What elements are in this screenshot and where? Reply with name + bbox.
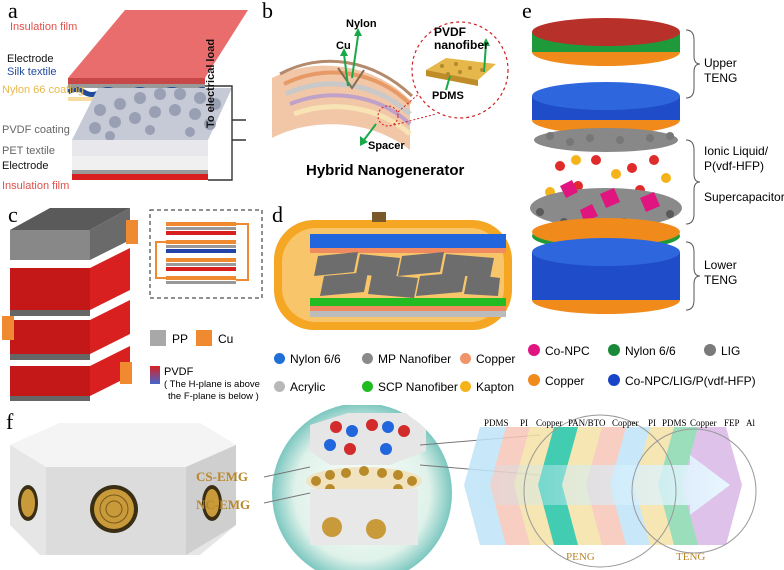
legend-label: Copper xyxy=(545,374,585,388)
panel-f-label: f xyxy=(6,409,14,434)
copper-swatch-icon xyxy=(460,353,471,364)
panel-d-label: d xyxy=(272,202,283,227)
legend-item: Co-NPC xyxy=(528,344,590,358)
legend-item: Copper xyxy=(528,374,584,388)
pvdf-coating-label: PVDF coating xyxy=(2,124,70,136)
legend-label: Nylon 6/6 xyxy=(290,352,341,366)
legend-label: Acrylic xyxy=(290,380,326,394)
legend-item: Acrylic xyxy=(274,380,325,394)
legend-item: LIG xyxy=(704,344,740,358)
cu-label: Cu xyxy=(336,40,351,52)
legend-item: MP Nanofiber xyxy=(362,352,451,366)
panel-e-illustration xyxy=(530,18,701,314)
panel-f: f CS-EMG NC-EMG PDMS PI Copper PAN/BTO C… xyxy=(0,405,784,570)
panel-d-legend: Nylon 6/6 MP Nanofiber Copper Acrylic SC… xyxy=(274,352,524,406)
cu-legend-label: Cu xyxy=(218,332,234,346)
pvdf-legend-label: PVDF xyxy=(164,366,194,378)
panel-a-illustration xyxy=(66,10,248,181)
legend-label: MP Nanofiber xyxy=(378,352,452,366)
insulation-film-bottom-label: Insulation film xyxy=(2,180,70,192)
lig-swatch-icon xyxy=(704,344,716,356)
nylon-swatch-icon xyxy=(608,344,620,356)
panel-c: c PP Cu PVDF ( The H-plane is above the … xyxy=(0,200,268,410)
legend-label: LIG xyxy=(721,344,741,358)
nylon-coating-label: Nylon 66 coating xyxy=(2,84,84,96)
electrode-top-label: Electrode xyxy=(7,53,54,65)
legend-label: Copper xyxy=(476,352,516,366)
legend-item: SCP Nanofiber xyxy=(362,380,458,394)
kapton-swatch-icon xyxy=(460,381,471,392)
panel-a: a Insulation film Electrode Silk textile… xyxy=(0,0,268,205)
load-label: To electrical load xyxy=(205,38,217,128)
legend-item: Nylon 6/6 xyxy=(608,344,676,358)
panel-c-label: c xyxy=(8,202,18,227)
layer-label-fep: FEP xyxy=(724,418,740,428)
legend-item: Copper xyxy=(460,352,515,366)
pet-textile-label: PET textile xyxy=(2,145,55,157)
mp-nanofiber-swatch-icon xyxy=(362,353,373,364)
acrylic-swatch-icon xyxy=(274,381,285,392)
ionic-liquid-label: Ionic Liquid/ P(vdf-HFP) xyxy=(704,144,769,173)
peng-label: PENG xyxy=(566,551,595,563)
nc-emg-label: NC-EMG xyxy=(196,497,251,512)
copper-swatch-icon xyxy=(528,374,540,386)
nylon-swatch-icon xyxy=(274,353,285,364)
supercapacitor-label: Supercapacitor xyxy=(704,190,784,204)
pp-legend-label: PP xyxy=(172,332,189,346)
panel-c-illustration xyxy=(2,208,263,401)
layer-label-pi: PI xyxy=(648,418,657,428)
silk-textile-label: Silk textile xyxy=(7,66,57,78)
legend-label: Kapton xyxy=(476,380,515,394)
legend-item: Kapton xyxy=(460,380,514,394)
legend-label: SCP Nanofiber xyxy=(378,380,458,394)
nylon-label: Nylon xyxy=(346,18,377,30)
pvdf-nanofiber-label: PVDF nanofiber xyxy=(434,25,489,52)
spacer-label: Spacer xyxy=(368,140,405,152)
layer-label-pdms: PDMS xyxy=(484,418,509,428)
legend-label: Co-NPC/LIG/P(vdf-HFP) xyxy=(625,374,756,388)
layer-label-copper: Copper xyxy=(536,418,563,428)
co-npc-swatch-icon xyxy=(528,344,540,356)
panel-b-label: b xyxy=(262,0,273,23)
layer-label-copper: Copper xyxy=(612,418,639,428)
plane-note-1: ( The H-plane is above xyxy=(164,379,260,390)
cs-emg-label: CS-EMG xyxy=(196,469,248,484)
panel-e: e Upper TENG Ionic Liquid/ P(vdf-HFP) Su… xyxy=(520,0,784,410)
teng-label: TENG xyxy=(676,551,706,563)
panel-e-legend: Co-NPC Nylon 6/6 LIG Copper Co-NPC/LIG/P… xyxy=(528,344,782,400)
scp-nanofiber-swatch-icon xyxy=(362,381,373,392)
legend-label: Co-NPC xyxy=(545,344,590,358)
panel-e-label: e xyxy=(522,0,532,23)
panel-a-label: a xyxy=(8,0,18,23)
panel-b: b Nylon Cu PVDF nanofiber PDMS Spacer Hy… xyxy=(260,0,512,205)
plane-note-2: the F-plane is below ) xyxy=(168,391,259,402)
panel-b-illustration xyxy=(272,21,509,150)
panel-d: d Nylon 6/6 MP Nanofiber Copper Acrylic … xyxy=(268,200,528,410)
pdms-label: PDMS xyxy=(432,90,464,102)
layer-label-al: Al xyxy=(746,418,755,428)
layer-label-pi: PI xyxy=(520,418,529,428)
panel-d-illustration xyxy=(274,212,512,330)
layer-label-pdms: PDMS xyxy=(662,418,687,428)
legend-item: Nylon 6/6 xyxy=(274,352,341,366)
lower-teng-label: Lower TENG xyxy=(704,258,738,287)
electrode-bottom-label: Electrode xyxy=(2,160,49,172)
panel-f-illustration xyxy=(10,405,757,570)
insulation-film-top-label: Insulation film xyxy=(10,21,78,33)
legend-label: Nylon 6/6 xyxy=(625,344,676,358)
composite-swatch-icon xyxy=(608,374,620,386)
layer-label-pan-bto: PAN/BTO xyxy=(568,418,606,428)
legend-item: Co-NPC/LIG/P(vdf-HFP) xyxy=(608,374,756,388)
hybrid-nanogenerator-title: Hybrid Nanogenerator xyxy=(306,162,465,179)
upper-teng-label: Upper TENG xyxy=(704,56,738,85)
layer-label-copper: Copper xyxy=(690,418,717,428)
